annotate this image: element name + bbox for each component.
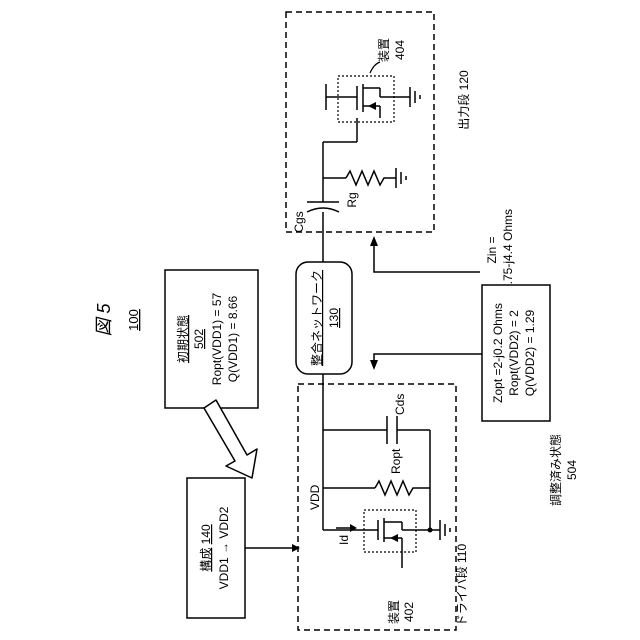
config-to-driver-arrow [245, 544, 300, 552]
cgs-capacitor: Cgs [292, 142, 339, 233]
id-label: Id [337, 535, 351, 545]
device-404-ref: 404 [393, 40, 407, 60]
transition-arrow [204, 400, 257, 478]
cgs-label: Cgs [292, 211, 306, 232]
figure-label: 図 5 100 [94, 303, 141, 337]
device-404-label: 装置 [377, 38, 391, 62]
config-line1: VDD1 → VDD2 [217, 506, 231, 589]
zin-line2: 0.75-j4.4 Ohms [501, 209, 515, 291]
adjusted-label: 調整済み状態 [548, 434, 563, 506]
ropt-resistor: Ropt [375, 448, 430, 495]
driver-stage: ドライバ段 110 Cds Ropt [298, 374, 469, 630]
ropt-label: Ropt [389, 448, 403, 474]
transistor-404: 装置 404 [323, 38, 410, 142]
device-402-label: 装置 [387, 600, 401, 624]
initial-state-line2: Q(VDD1) = 8.66 [226, 295, 240, 382]
figure-title: 図 5 [94, 303, 114, 337]
zin-line1: Zin = [485, 236, 499, 263]
transistor-402: 装置 402 [323, 510, 433, 624]
rg-label: Rg [345, 192, 359, 207]
cds-label: Cds [393, 394, 407, 415]
initial-state-title: 初期状態 [175, 315, 190, 363]
cds-capacitor: Cds [387, 394, 430, 444]
initial-state-line1: Ropt(VDD1) = 57 [210, 292, 224, 385]
driver-ground-icon [430, 520, 450, 540]
output-ground-icon [410, 87, 420, 107]
output-stage: 出力段 120 Cgs Rg [286, 12, 471, 233]
adjusted-line1: Zopt =2-j0.2 Ohms [491, 303, 505, 403]
matching-network-title: 整合ネットワーク [309, 270, 324, 366]
initial-state-box: 初期状態 502 Ropt(VDD1) = 57 Q(VDD1) = 8.66 [165, 270, 258, 408]
device-402-ref: 402 [402, 602, 416, 622]
output-stage-label: 出力段 120 [456, 70, 471, 130]
driver-stage-label: ドライバ段 110 [454, 544, 469, 627]
adjusted-ref: 504 [565, 460, 579, 480]
id-arrow [336, 524, 357, 532]
config-box: 構成 140 VDD1 → VDD2 [187, 478, 245, 618]
config-title: 構成 140 [199, 524, 213, 572]
matching-network-ref: 130 [327, 308, 341, 328]
zin-annotation: Zin = 0.75-j4.4 Ohms [370, 209, 515, 291]
adjusted-line2: Ropt(VDD2) = 2 [507, 310, 521, 396]
vdd-label: VDD [308, 484, 322, 510]
figure-ref: 100 [126, 309, 141, 331]
adjusted-line3: Q(VDD2) = 1.29 [523, 309, 537, 396]
initial-state-ref: 502 [192, 329, 206, 349]
matching-network: 整合ネットワーク 130 [296, 232, 352, 374]
